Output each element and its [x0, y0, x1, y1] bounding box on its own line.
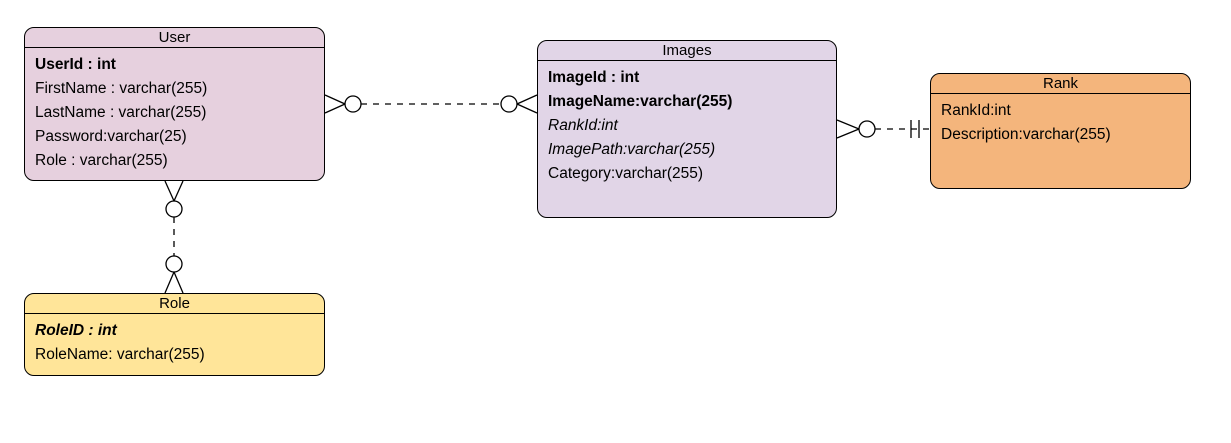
entity-fields: ImageId : int ImageName:varchar(255) Ran… [538, 61, 836, 186]
entity-title: Images [538, 41, 836, 61]
field-row: ImageId : int [548, 69, 640, 86]
entity-fields: RankId:int Description:varchar(255) [931, 94, 1190, 147]
entity-title: Rank [931, 74, 1190, 94]
entity-fields: UserId : int FirstName : varchar(255) La… [25, 48, 324, 173]
field-row: RoleName: varchar(255) [35, 346, 205, 363]
relationship-images-rank [836, 119, 930, 139]
field-row: Role : varchar(255) [35, 152, 168, 169]
field-row: RoleID : int [35, 322, 117, 339]
entity-role[interactable]: Role RoleID : int RoleName: varchar(255) [24, 293, 325, 376]
field-row: Password:varchar(25) [35, 128, 187, 145]
field-row: RankId:int [548, 117, 618, 134]
field-row: FirstName : varchar(255) [35, 80, 208, 97]
field-row: Description:varchar(255) [941, 126, 1111, 143]
field-row: UserId : int [35, 56, 116, 73]
field-row: RankId:int [941, 102, 1011, 119]
field-row: ImagePath:varchar(255) [548, 141, 716, 158]
entity-user[interactable]: User UserId : int FirstName : varchar(25… [24, 27, 325, 181]
relationship-user-images [324, 94, 538, 114]
field-row: Category:varchar(255) [548, 165, 704, 182]
entity-title: Role [25, 294, 324, 314]
field-row: LastName : varchar(255) [35, 104, 207, 121]
entity-title: User [25, 28, 324, 48]
entity-rank[interactable]: Rank RankId:int Description:varchar(255) [930, 73, 1191, 189]
relationship-user-role [164, 180, 184, 294]
entity-images[interactable]: Images ImageId : int ImageName:varchar(2… [537, 40, 837, 218]
entity-fields: RoleID : int RoleName: varchar(255) [25, 314, 324, 367]
field-row: ImageName:varchar(255) [548, 93, 733, 110]
